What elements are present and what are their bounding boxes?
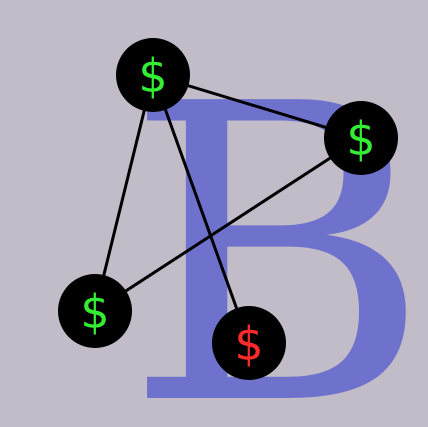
edge-n1-n4 [151, 73, 251, 345]
edge-n1-n3 [93, 73, 155, 313]
node-n1: $ [116, 38, 190, 112]
node-circle [58, 274, 132, 348]
node-circle [212, 306, 286, 380]
edge-n2-n3 [93, 136, 363, 313]
node-n2: $ [324, 101, 398, 175]
node-n4: $ [212, 306, 286, 380]
node-circle [324, 101, 398, 175]
dollar-icon: $ [138, 49, 167, 103]
node-circle [116, 38, 190, 112]
dollar-icon: $ [80, 285, 109, 339]
node-n3: $ [58, 274, 132, 348]
dollar-icon: $ [346, 112, 375, 166]
dollar-icon: $ [234, 317, 263, 371]
nodes-layer: $ $ $ $ [58, 38, 398, 380]
edges-layer [93, 73, 363, 345]
